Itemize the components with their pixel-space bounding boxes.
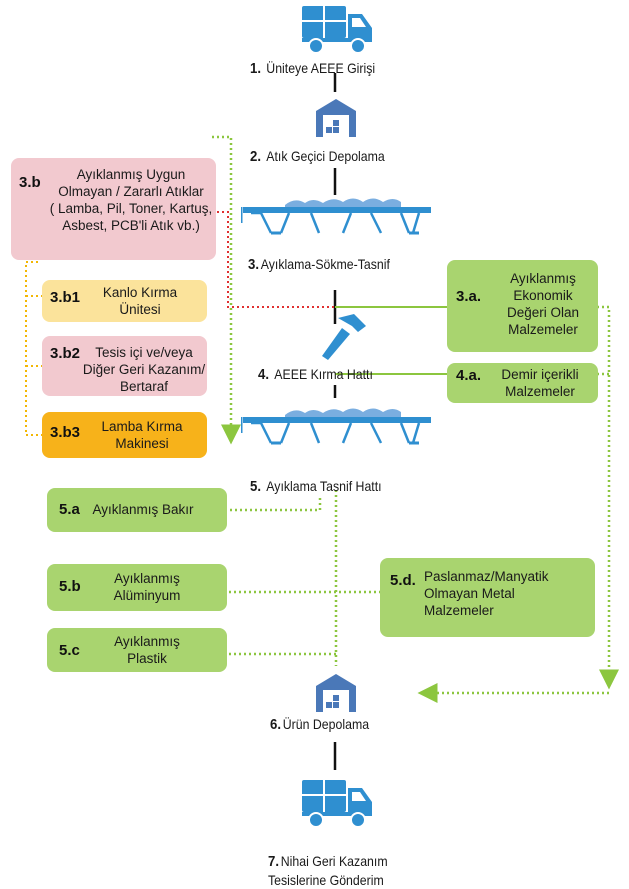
box-code: 5.a bbox=[59, 501, 80, 518]
box-code: 3.b2 bbox=[50, 345, 81, 362]
step-number: 1. bbox=[250, 60, 262, 77]
step-2-label: 2.Atık Geçici Depolama bbox=[250, 148, 385, 165]
box-text: Lamba Kırma Makinesi bbox=[101, 419, 183, 451]
box-code: 4.a. bbox=[456, 367, 482, 384]
warehouse-icon bbox=[316, 674, 356, 712]
box-5a: 5.a Ayıklanmış Bakır bbox=[47, 488, 227, 532]
warehouse-icon bbox=[316, 99, 356, 137]
box-code: 5.c bbox=[59, 642, 80, 659]
step-text: Ürün Depolama bbox=[282, 716, 370, 732]
step-number: 2. bbox=[250, 148, 262, 165]
box-text: Ayıklanmış Uygun Olmayan / Zararlı Atıkl… bbox=[49, 167, 213, 233]
box-text: Ayıklanmış Ekonomik Değeri Olan Malzemel… bbox=[506, 271, 580, 337]
step-number: 6. bbox=[270, 716, 282, 733]
box-code: 5.b bbox=[59, 578, 81, 595]
truck-icon bbox=[302, 6, 372, 54]
box-code: 3.b bbox=[19, 174, 41, 191]
box-5d: 5.d. Paslanmaz/Manyatik Olmayan Metal Ma… bbox=[380, 558, 595, 637]
green-dotted-right bbox=[597, 305, 619, 690]
step-7-label: 7.Nihai Geri Kazanım Tesislerine Gönderi… bbox=[268, 834, 388, 889]
box-code: 3.a. bbox=[456, 288, 482, 305]
conveyor-icon bbox=[241, 408, 431, 445]
box-4a: 4.a. Demir içerikli Malzemeler bbox=[447, 363, 598, 403]
box-code: 3.b3 bbox=[50, 424, 81, 441]
green-dotted-to-3b3 bbox=[212, 135, 241, 445]
step-text: AEEE Kırma Hattı bbox=[274, 366, 373, 382]
box-text: Ayıklanmış Bakır bbox=[92, 502, 194, 517]
box-3b1: 3.b1 Kanlo Kırma Ünitesi bbox=[42, 280, 207, 322]
step-6-label: 6.Ürün Depolama bbox=[270, 716, 369, 733]
box-3b2: 3.b2 Tesis içi ve/veya Diğer Geri Kazanı… bbox=[42, 336, 207, 396]
box-text: Tesis içi ve/veya Diğer Geri Kazanım/ Be… bbox=[82, 345, 206, 394]
step-number: 3. bbox=[248, 256, 260, 273]
truck-icon bbox=[302, 780, 372, 828]
box-3a: 3.a. Ayıklanmış Ekonomik Değeri Olan Mal… bbox=[447, 260, 598, 352]
box-5c: 5.c Ayıklanmış Plastik bbox=[47, 628, 227, 672]
step-5-label: 5.Ayıklama Tasnif Hattı bbox=[250, 478, 382, 495]
box-text: Paslanmaz/Manyatik Olmayan Metal Malzeme… bbox=[424, 569, 549, 618]
box-code: 5.d. bbox=[390, 572, 416, 589]
box-3b: 3.b Ayıklanmış Uygun Olmayan / Zararlı A… bbox=[11, 158, 216, 260]
step-1-label: 1.Üniteye AEEE Girişi bbox=[250, 60, 375, 77]
step-3-label: 3.Ayıklama-Sökme-Tasnif bbox=[248, 256, 390, 273]
step-text: Atık Geçici Depolama bbox=[266, 148, 385, 164]
step-text: Nihai Geri Kazanım Tesislerine Gönderim bbox=[268, 853, 388, 888]
step-number: 7. bbox=[268, 853, 280, 870]
step-number: 4. bbox=[258, 366, 270, 383]
box-5b: 5.b Ayıklanmış Alüminyum bbox=[47, 564, 227, 611]
step-text: Ayıklama-Sökme-Tasnif bbox=[260, 256, 390, 272]
step-number: 5. bbox=[250, 478, 262, 495]
box-code: 3.b1 bbox=[50, 289, 81, 306]
box-text: Ayıklanmış Alüminyum bbox=[113, 571, 181, 603]
conveyor-icon bbox=[241, 198, 431, 235]
step-4-label: 4.AEEE Kırma Hattı bbox=[258, 366, 373, 383]
step-text: Üniteye AEEE Girişi bbox=[266, 60, 376, 76]
step-text: Ayıklama Tasnif Hattı bbox=[266, 478, 382, 494]
yellow-dotted-link bbox=[25, 261, 45, 436]
box-3b3: 3.b3 Lamba Kırma Makinesi bbox=[42, 412, 207, 458]
box-text: Kanlo Kırma Ünitesi bbox=[102, 285, 178, 317]
green-dotted-5a bbox=[226, 498, 322, 512]
box-text: Demir içerikli Malzemeler bbox=[501, 367, 579, 399]
hammer-icon bbox=[322, 314, 366, 360]
box-text: Ayıklanmış Plastik bbox=[114, 634, 180, 666]
